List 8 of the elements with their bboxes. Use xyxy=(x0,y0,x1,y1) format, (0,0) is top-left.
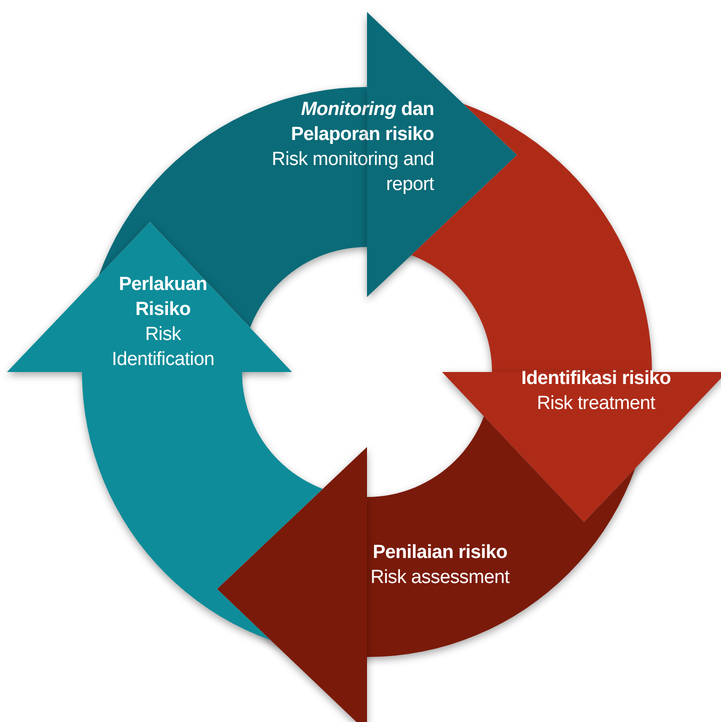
stage-subtitle: Risk treatment xyxy=(536,392,656,416)
stage-subtitle: Risk assessment xyxy=(369,566,511,590)
stage-title: Perlakuan Risiko xyxy=(118,273,208,322)
stage-title: Identifikasi risiko xyxy=(520,367,672,391)
stage-subtitle: Risk monitoring and report xyxy=(270,148,434,197)
stage-subtitle: Risk Identification xyxy=(110,323,216,372)
stage-title: Penilaian risiko xyxy=(372,541,508,565)
stage-title: Monitoring dan Pelaporan risiko xyxy=(290,98,434,147)
